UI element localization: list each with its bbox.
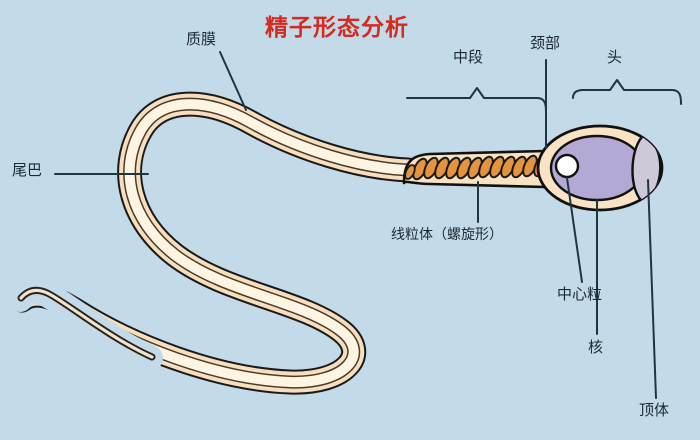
mitochondria-proximal: [404, 164, 416, 180]
acrosome-group: [631, 134, 662, 204]
brace-head: [572, 79, 682, 105]
label-plasma-membrane: 质膜: [186, 30, 217, 48]
label-mitochondria: 线粒体（螺旋形）: [391, 227, 503, 243]
tail-axoneme: [17, 99, 413, 388]
centriole-shape: [554, 153, 580, 179]
label-head: 头: [607, 48, 623, 66]
page-title: 精子形态分析: [265, 15, 409, 41]
mitochondria-helix: [412, 154, 549, 181]
label-tail: 尾巴: [12, 161, 43, 179]
tail-endpiece-line-inner: [19, 288, 154, 359]
label-centriole: 中心粒: [557, 285, 603, 303]
brace-midpiece: [406, 87, 547, 113]
leader-plasma-membrane: [219, 51, 247, 111]
annotation-lines: [54, 51, 682, 399]
sperm-tail: [7, 91, 421, 395]
acrosome-shape: [631, 134, 662, 204]
label-neck: 颈部: [530, 34, 561, 52]
sperm-head: [536, 124, 664, 212]
leader-acrosome: [647, 179, 657, 399]
sperm-midpiece: [402, 149, 562, 189]
leader-centriole: [566, 177, 583, 283]
label-acrosome: 顶体: [639, 401, 670, 419]
label-nucleus: 核: [588, 338, 604, 356]
label-midpiece: 中段: [453, 48, 484, 66]
